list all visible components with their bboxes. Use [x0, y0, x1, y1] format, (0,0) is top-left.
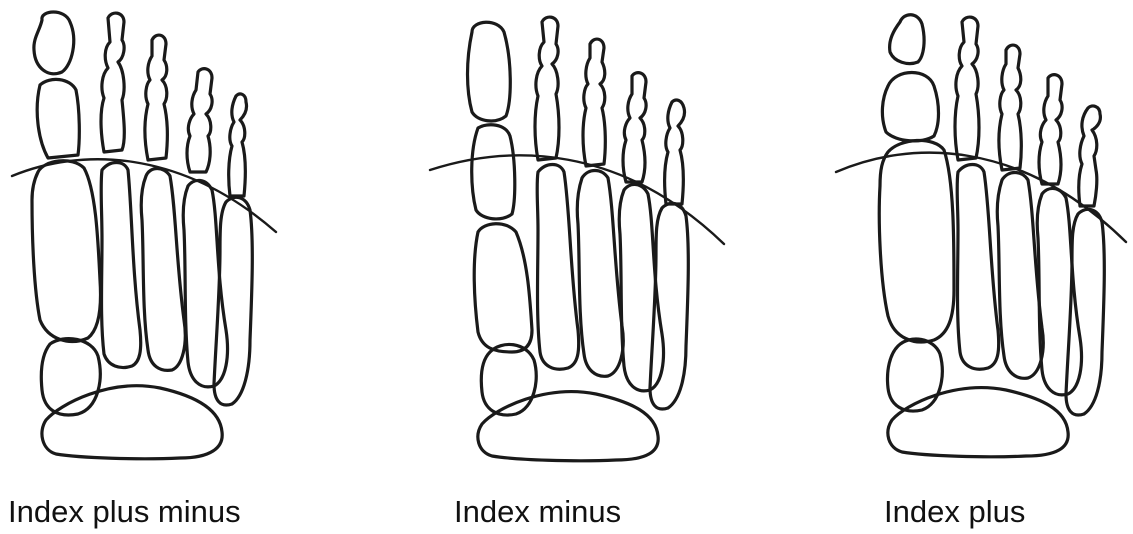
metatarsal-1	[32, 161, 101, 342]
hallux-distal-phalanx	[890, 15, 924, 64]
hallux-proximal-phalanx	[37, 79, 79, 158]
metatarsal-2	[101, 163, 141, 368]
metatarsal-2	[957, 165, 999, 370]
toe5-phalanges	[229, 94, 247, 196]
caption-index-plus: Index plus	[884, 494, 1025, 530]
metatarsal-2	[537, 165, 579, 370]
toe2-phalanges	[955, 17, 979, 160]
toe5-phalanges	[1079, 106, 1101, 206]
metatarsal-3	[997, 173, 1043, 379]
toe4-phalanges	[1039, 75, 1062, 184]
caption-index-minus: Index minus	[454, 494, 621, 530]
toe4-phalanges	[187, 69, 212, 172]
toe4-phalanges	[623, 73, 646, 182]
metatarsal-5	[214, 197, 252, 405]
forefoot-drawing-index-plus	[830, 0, 1130, 470]
metatarsal-3	[577, 171, 623, 377]
metatarsal-5	[650, 203, 688, 409]
forefoot-drawing-index-plus-minus	[0, 0, 300, 470]
toe2-phalanges	[101, 13, 124, 152]
metatarsal-3	[141, 169, 185, 371]
metatarsal-5	[1066, 209, 1104, 415]
toe3-phalanges	[145, 35, 167, 160]
toe5-phalanges	[665, 100, 685, 204]
panel-index-minus: Index minus	[420, 0, 730, 534]
panel-index-plus-minus: Index plus minus	[0, 0, 300, 534]
toe2-phalanges	[535, 17, 559, 160]
cuboid-navicular	[888, 388, 1068, 457]
toe3-phalanges	[583, 39, 605, 166]
hallux-distal-phalanx	[468, 22, 511, 121]
metatarsal-4	[619, 184, 663, 390]
medial-cuneiform	[887, 339, 942, 411]
cuboid-navicular	[478, 392, 658, 461]
panel-index-plus: Index plus	[830, 0, 1130, 534]
hallux-distal-phalanx	[34, 12, 74, 74]
caption-index-plus-minus: Index plus minus	[8, 494, 241, 530]
hallux-proximal-phalanx	[472, 125, 515, 219]
toe3-phalanges	[999, 45, 1021, 170]
hallux-proximal-phalanx	[882, 73, 938, 141]
cuboid-navicular	[42, 386, 222, 459]
metatarsal-1	[474, 224, 532, 352]
metatarsal-1	[879, 140, 954, 341]
forefoot-drawing-index-minus	[420, 0, 730, 470]
